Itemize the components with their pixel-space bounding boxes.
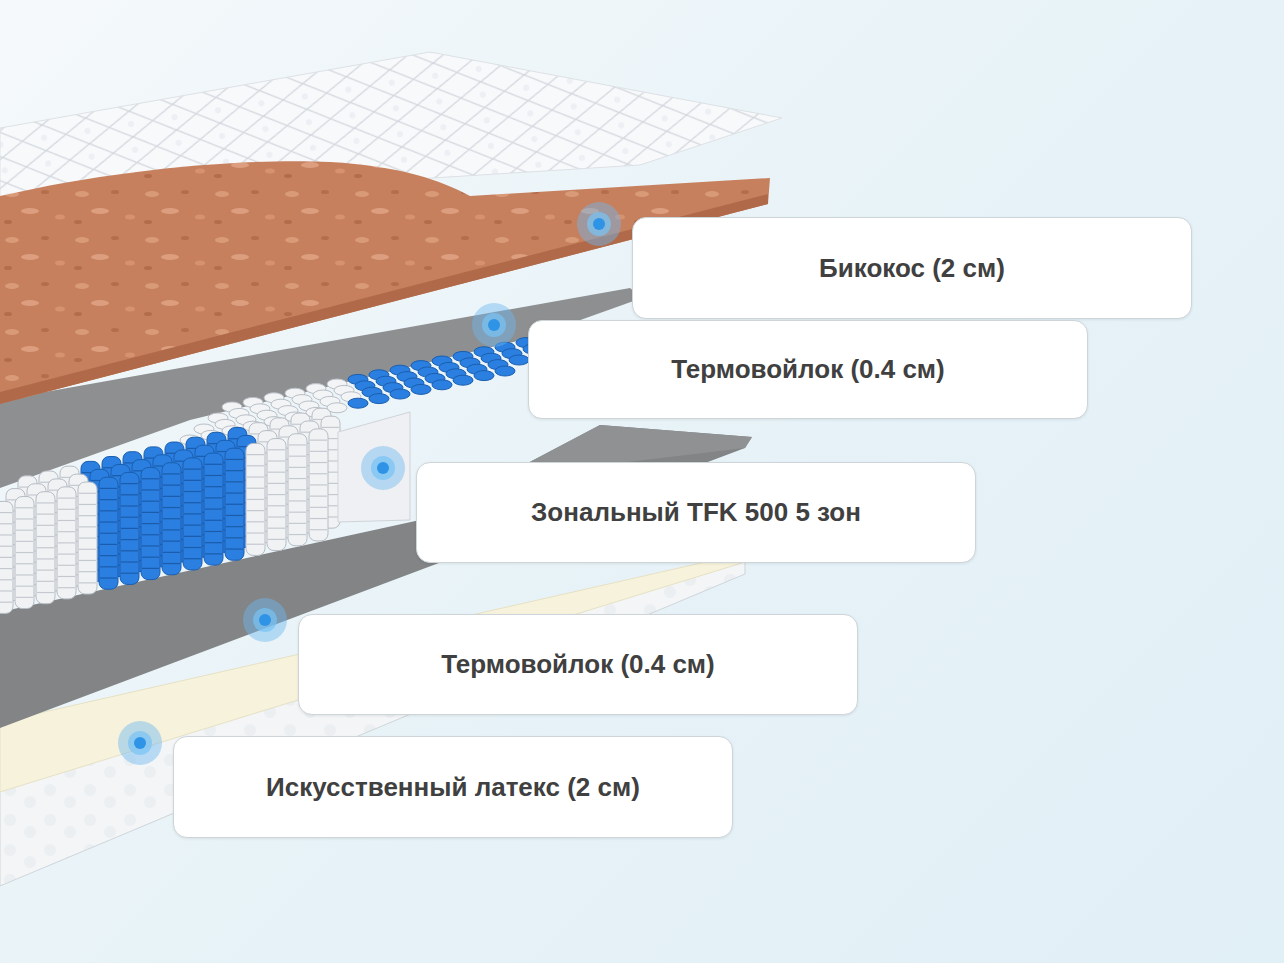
callout-text: Бикокос (2 см) (819, 253, 1005, 284)
spring-column (36, 492, 55, 604)
callout-text: Термовойлок (0.4 см) (671, 354, 945, 385)
spring-column (309, 429, 328, 541)
spring-column (183, 458, 202, 570)
spring-column (246, 443, 265, 555)
spring-column (162, 463, 181, 575)
spring-column (15, 497, 34, 609)
leader-dot (577, 202, 621, 246)
spring-column (288, 434, 307, 546)
callout-text: Искусственный латекс (2 см) (266, 772, 640, 803)
spring-top (411, 384, 431, 394)
spring-top (453, 375, 473, 385)
spring-top (348, 398, 368, 408)
spring-column (120, 472, 139, 584)
spring-top (509, 355, 529, 365)
leader-dot (472, 303, 516, 347)
spring-top (369, 394, 389, 404)
callout-box: Зональный TFK 500 5 зон (416, 462, 976, 563)
callout-box: Искусственный латекс (2 см) (173, 736, 733, 838)
callout-text: Зональный TFK 500 5 зон (531, 497, 861, 528)
leader-dot (118, 721, 162, 765)
spring-column (78, 482, 97, 594)
callout-box: Термовойлок (0.4 см) (528, 320, 1088, 419)
spring-column (99, 477, 118, 589)
spring-column (267, 439, 286, 551)
spring-top (390, 389, 410, 399)
spring-column (225, 448, 244, 560)
leader-dot (243, 598, 287, 642)
spring-column (57, 487, 76, 599)
callout-text: Термовойлок (0.4 см) (441, 649, 715, 680)
spring-column (141, 468, 160, 580)
callout-box: Бикокос (2 см) (632, 217, 1192, 319)
callout-box: Термовойлок (0.4 см) (298, 614, 858, 715)
spring-column (0, 501, 13, 613)
spring-top (474, 371, 494, 381)
spring-column (204, 453, 223, 565)
leader-dot (361, 446, 405, 490)
spring-top (432, 380, 452, 390)
spring-top (495, 366, 515, 376)
